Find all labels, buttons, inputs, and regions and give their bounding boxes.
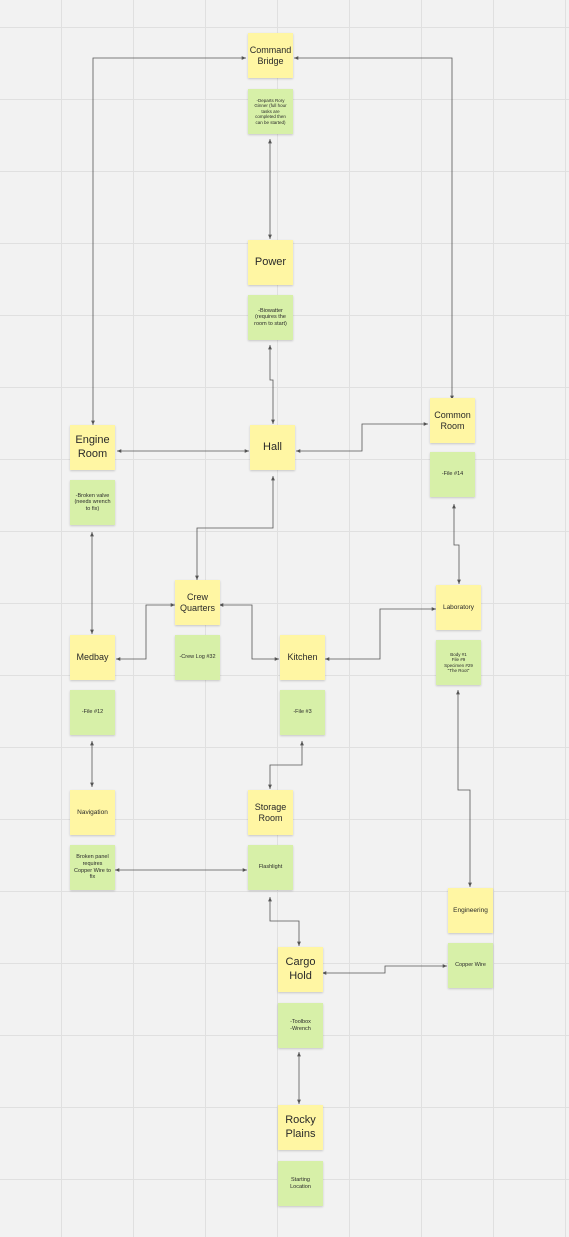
connector-hall-crew <box>195 476 275 580</box>
items-kitchen[interactable]: -File #3 <box>280 690 325 735</box>
items-common-room[interactable]: -File #14 <box>430 452 475 497</box>
connector-common-lab <box>452 504 461 584</box>
items-command-bridge[interactable]: -Departs Rory Ginner (full hour tasks ar… <box>248 89 293 134</box>
items-rocky-plains[interactable]: Starting Location <box>278 1161 323 1206</box>
room-engineering[interactable]: Engineering <box>448 888 493 933</box>
room-engine-room[interactable]: Engine Room <box>70 425 115 470</box>
items-navigation[interactable]: Broken panel requires Copper Wire to fix <box>70 845 115 890</box>
connector-power-hall <box>268 345 275 424</box>
items-medbay[interactable]: -File #12 <box>70 690 115 735</box>
connector-cargo-engineering <box>322 964 447 975</box>
room-kitchen[interactable]: Kitchen <box>280 635 325 680</box>
room-command-bridge[interactable]: Command Bridge <box>248 33 293 78</box>
items-engine-room[interactable]: -Broken valve (needs wrench to fix) <box>70 480 115 525</box>
room-common-room[interactable]: Common Room <box>430 398 475 443</box>
connector-storage-cargo <box>268 897 301 946</box>
items-laboratory[interactable]: Body #1 File #9 Specimen #29 "The Root" <box>436 640 481 685</box>
connector-kitchen-storage <box>268 741 304 789</box>
room-navigation[interactable]: Navigation <box>70 790 115 835</box>
items-cargo-hold[interactable]: -Toolbox -Wrench <box>278 1003 323 1048</box>
connector-bridge-common <box>294 56 454 400</box>
room-crew-quarters[interactable]: Crew Quarters <box>175 580 220 625</box>
connector-crew-kitchen <box>219 603 279 661</box>
room-rocky-plains[interactable]: Rocky Plains <box>278 1105 323 1150</box>
items-engineering[interactable]: Copper Wire <box>448 943 493 988</box>
connector-kitchen-lab <box>325 607 436 661</box>
room-laboratory[interactable]: Laboratory <box>436 585 481 630</box>
items-power[interactable]: -Biowatter (requires the room to start) <box>248 295 293 340</box>
room-cargo-hold[interactable]: Cargo Hold <box>278 947 323 992</box>
connector-bridge-engine <box>91 56 246 425</box>
connector-medbay-crew <box>116 603 175 661</box>
connector-lab-engineering <box>456 690 472 887</box>
connector-hall-common <box>296 422 428 453</box>
items-crew-quarters[interactable]: -Crew Log #32 <box>175 635 220 680</box>
items-storage-room[interactable]: Flashlight <box>248 845 293 890</box>
room-hall[interactable]: Hall <box>250 425 295 470</box>
room-storage-room[interactable]: Storage Room <box>248 790 293 835</box>
room-power[interactable]: Power <box>248 240 293 285</box>
room-medbay[interactable]: Medbay <box>70 635 115 680</box>
